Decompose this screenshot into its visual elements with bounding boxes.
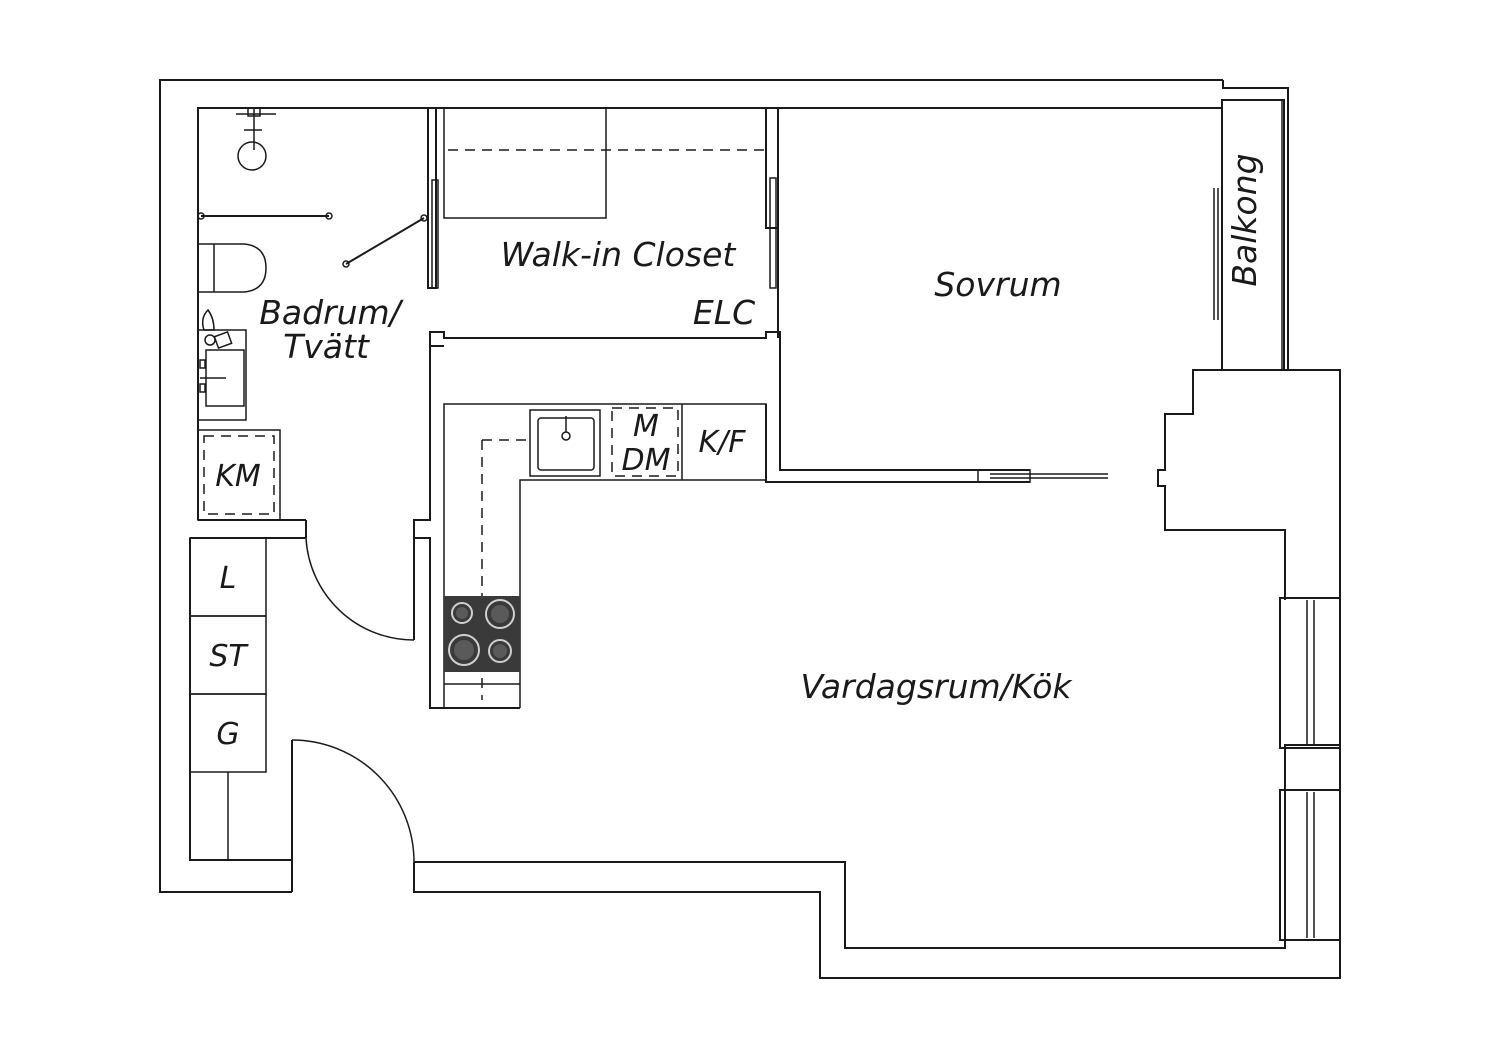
elc-label: ELC <box>693 293 755 332</box>
outer-walls <box>159 79 1341 979</box>
sovrum-label: Sovrum <box>934 265 1061 304</box>
interior-walls <box>190 107 1108 709</box>
tvatt-label: Tvätt <box>283 327 370 366</box>
toilet-icon <box>198 243 267 293</box>
walk-in-closet-label: Walk-in Closet <box>501 235 737 274</box>
appliance-labels: KM M DM K/F L ST G <box>209 409 746 752</box>
vardagsrum-label: Vardagsrum/Kök <box>800 667 1073 706</box>
shower-icon <box>236 107 276 171</box>
sink-icon <box>197 308 247 421</box>
bathroom-fixtures <box>197 107 333 521</box>
st-label: ST <box>209 639 249 674</box>
km-label: KM <box>215 459 261 494</box>
wardrobes <box>189 537 267 860</box>
balkong-label: Balkong <box>1225 153 1264 286</box>
kf-label: K/F <box>698 425 746 460</box>
g-label: G <box>216 717 239 752</box>
badrum-label: Badrum/ <box>259 293 404 332</box>
dm-label: DM <box>622 443 671 478</box>
m-label: M <box>633 409 659 444</box>
l-label: L <box>220 561 237 596</box>
closet-shelving <box>443 108 764 219</box>
kitchen-sink-icon <box>529 409 601 477</box>
washing-machine-icon <box>197 429 281 521</box>
kitchen <box>443 403 767 708</box>
doors <box>291 177 777 892</box>
stove-icon <box>444 596 520 672</box>
room-labels: Walk-in Closet ELC Sovrum Balkong Badrum… <box>259 153 1264 706</box>
